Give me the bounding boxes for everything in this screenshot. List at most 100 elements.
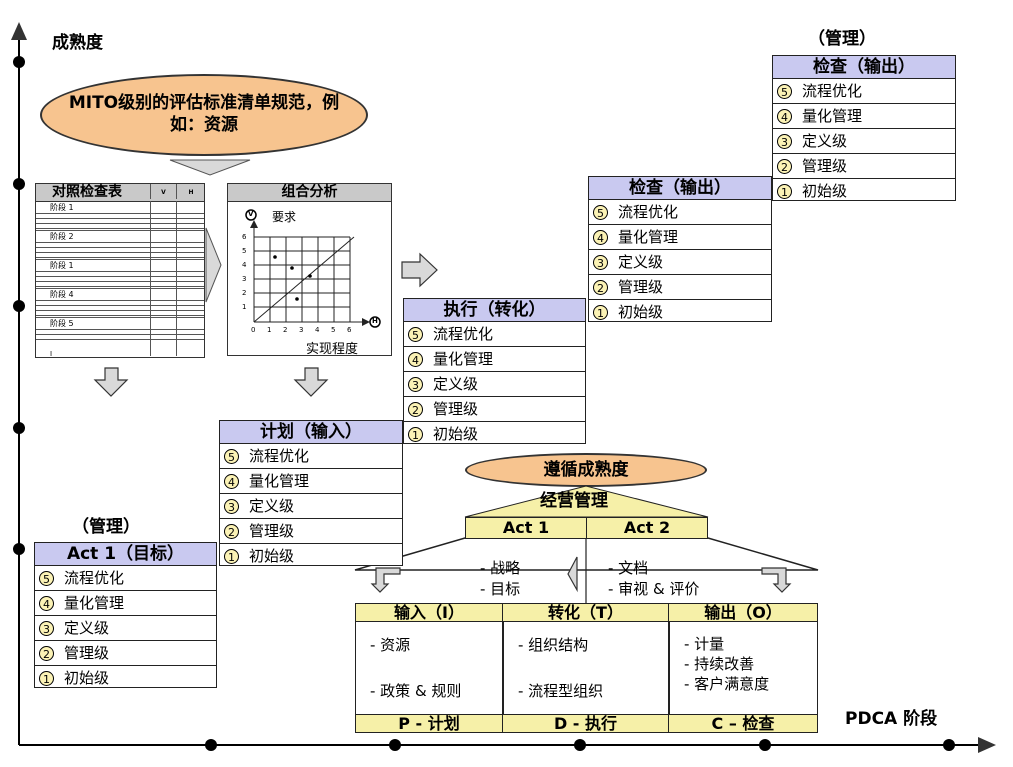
y-tick: 3 (242, 275, 247, 283)
level-label: 流程优化 (433, 325, 494, 343)
level-label: 量化管理 (433, 350, 494, 368)
y-tick: 4 (242, 261, 247, 269)
combo-v-mark: V (248, 210, 254, 218)
right-item: - 审视 & 评价 (608, 580, 700, 598)
level-number: 4 (777, 109, 792, 124)
column-head-transform: 转化（T） (502, 603, 669, 622)
stage-label: 阶段 4 (50, 290, 74, 299)
stage-label: 阶段 1 (50, 261, 74, 270)
level-number: 4 (39, 596, 54, 611)
column-foot-do: D - 执行 (502, 714, 669, 733)
down-arrow-icon (293, 367, 329, 397)
level-number: 5 (408, 327, 423, 342)
level-label: 初始级 (802, 182, 848, 200)
level-number: 5 (777, 84, 792, 99)
left-items: - 战略 - 目标 (480, 558, 520, 600)
column-item: - 客户满意度 (684, 675, 770, 693)
level-label: 管理级 (618, 278, 664, 296)
framework-oval: 遵循成熟度 (465, 453, 707, 487)
column-item: - 计量 (684, 635, 725, 653)
x-tick: 0 (251, 326, 256, 334)
x-tick: 3 (299, 326, 304, 334)
level-row: 5 流程优化 (404, 322, 585, 347)
x-tick: 4 (315, 326, 320, 334)
level-label: 流程优化 (249, 447, 310, 465)
column-foot-plan: P - 计划 (355, 714, 503, 733)
level-label: 管理级 (249, 522, 295, 540)
level-label: 流程优化 (64, 569, 125, 587)
checklist-row: 阶段 5 I (36, 318, 204, 362)
level-number: 2 (777, 159, 792, 174)
level-label: 定义级 (433, 375, 479, 393)
checklist-col-h: H (176, 184, 205, 199)
level-label: 量化管理 (249, 472, 310, 490)
level-number: 1 (593, 305, 608, 320)
level-number: 2 (408, 402, 423, 417)
stage-label: 阶段 1 (50, 203, 74, 212)
framework-body (355, 603, 818, 733)
column-head-input: 输入（I） (355, 603, 503, 622)
level-label: 定义级 (802, 132, 848, 150)
level-label: 管理级 (64, 644, 110, 662)
checklist-title-bar: 对照检查表 V H (36, 184, 204, 202)
x-tick: 6 (347, 326, 352, 334)
level-number: 5 (39, 571, 54, 586)
column-head-output: 输出（O） (668, 603, 818, 622)
level-label: 管理级 (802, 157, 848, 175)
down-arrow-icon (93, 367, 129, 397)
level-label: 量化管理 (64, 594, 125, 612)
left-item: - 战略 (480, 559, 521, 577)
level-number: 1 (777, 184, 792, 199)
y-tick: 6 (242, 233, 247, 241)
level-row: 1 初始级 (773, 179, 955, 203)
level-table-title: 执行（转化） (404, 299, 585, 322)
checklist-footer-mark: I (50, 350, 53, 358)
management-label-top: （管理） (808, 29, 876, 49)
level-row: 4 量化管理 (220, 469, 402, 494)
combo-h-mark: H (372, 317, 378, 325)
combo-x-text: 实现程度 (306, 342, 359, 357)
level-row: 2 管理级 (220, 519, 402, 544)
right-items: - 文档 - 审视 & 评价 (608, 558, 699, 600)
level-number: 2 (224, 524, 239, 539)
left-chevron-icon (567, 556, 578, 593)
checklist-row: 阶段 4 (36, 289, 204, 318)
combo-v-text: 要求 (272, 210, 297, 224)
level-number: 1 (408, 427, 423, 442)
level-number: 3 (593, 255, 608, 270)
checklist-title: 对照检查表 (52, 184, 122, 200)
level-row: 2 管理级 (773, 154, 955, 179)
column-item: - 组织结构 (518, 636, 589, 654)
bent-arrow-icon (370, 567, 401, 593)
management-label-left: （管理） (72, 517, 140, 537)
checklist-row: 阶段 1 (36, 260, 204, 289)
checklist-col-v: V (150, 184, 176, 199)
level-row: 4 量化管理 (35, 591, 216, 616)
act2-cell: Act 2 (586, 517, 708, 539)
column-item: - 政策 & 规则 (370, 682, 462, 700)
level-number: 4 (224, 474, 239, 489)
stage-label: 阶段 5 (50, 319, 74, 328)
level-number: 3 (39, 621, 54, 636)
act1-cell: Act 1 (465, 517, 587, 539)
x-axis-label: PDCA 阶段 (845, 709, 938, 729)
y-axis-arrowhead (11, 22, 27, 40)
level-label: 流程优化 (802, 82, 863, 100)
level-number: 4 (593, 230, 608, 245)
level-table-title: 计划（输入） (220, 421, 402, 444)
